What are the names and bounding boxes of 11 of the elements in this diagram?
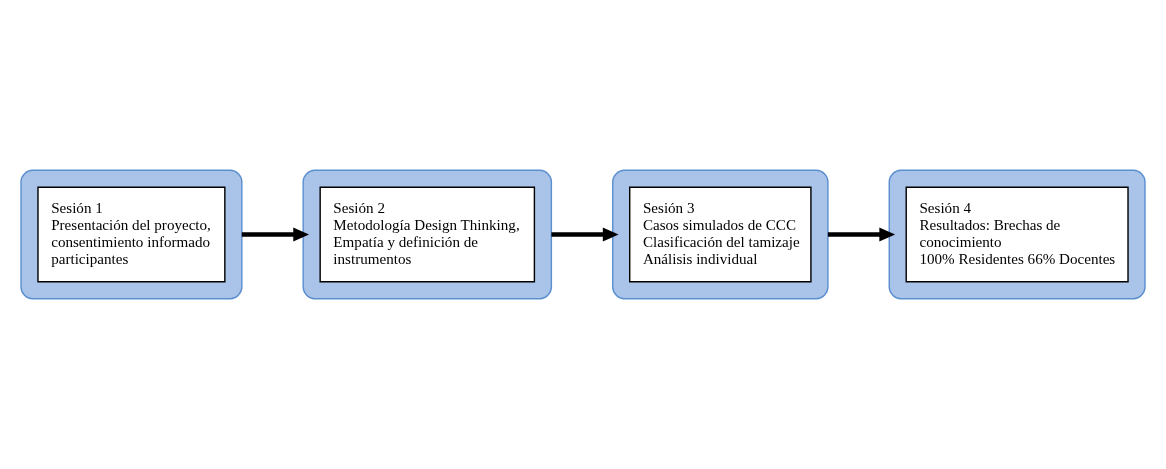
node-box: Sesión 2 Metodología Design Thinking, Empatía y definición de instrumentos (319, 186, 536, 283)
node-box: Sesión 1 Presentación del proyecto, consentimiento informado participantes (37, 186, 226, 283)
cluster (888, 169, 1146, 300)
cluster (302, 169, 553, 300)
arrow (551, 227, 619, 242)
node-box: Sesión 3 Casos simulados de CCC Clasificación del tamizaje Análisis individual (629, 186, 812, 283)
node-box: Sesión 4 Resultados: Brechas de conocimiento 100% Residentes 66% Docentes (905, 186, 1129, 283)
arrow (241, 227, 310, 242)
cluster (612, 169, 829, 300)
cluster (20, 169, 243, 300)
arrow (827, 227, 896, 242)
